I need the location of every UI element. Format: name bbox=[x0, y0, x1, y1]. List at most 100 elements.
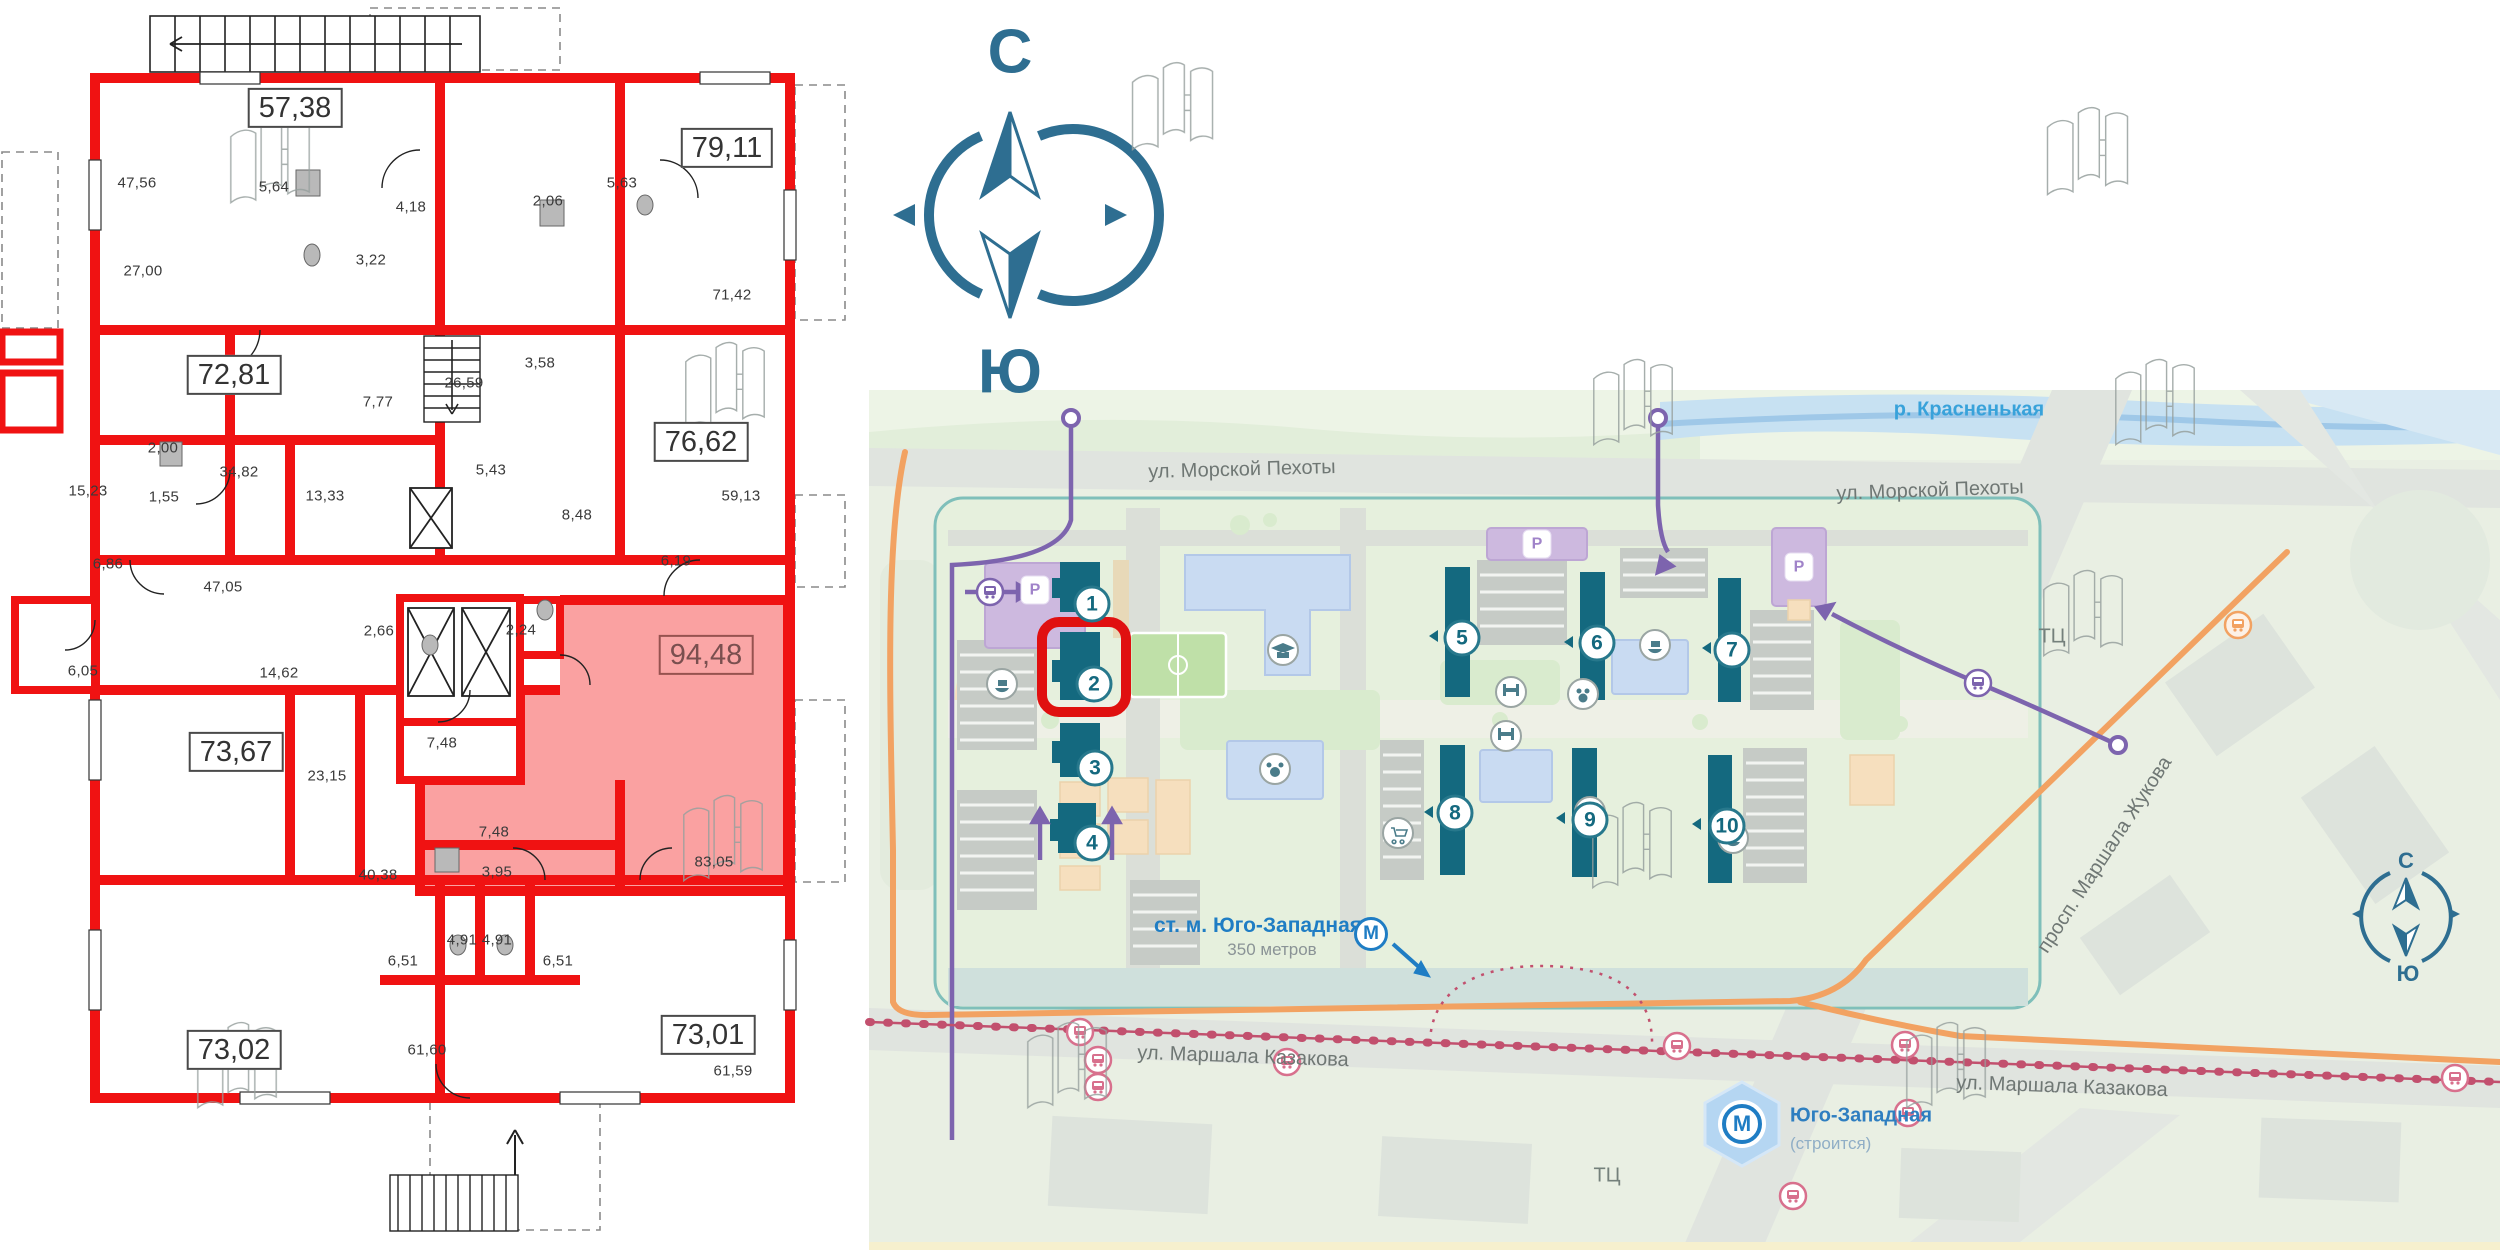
highlighted-apartment[interactable] bbox=[420, 600, 788, 891]
shop-cart-icon bbox=[1391, 827, 1409, 845]
apartment-area-label[interactable]: 79,11 bbox=[680, 127, 774, 169]
parking-lots bbox=[957, 548, 1814, 965]
pn-logo-icon bbox=[2046, 106, 2129, 196]
metro-construction-status: (строится) bbox=[1790, 1134, 1872, 1153]
room-area-label: 4,18 bbox=[395, 198, 427, 216]
room-area-label: 6,19 bbox=[660, 552, 692, 570]
room-area-label: 1,55 bbox=[148, 488, 180, 506]
room-area-label: 4,91 bbox=[481, 931, 513, 949]
room-area-label: 7,48 bbox=[426, 734, 458, 752]
building-badge-1[interactable]: 1 bbox=[1073, 585, 1111, 623]
metro-construction-name: Юго-Западная bbox=[1790, 1104, 1932, 1127]
building-badge-3[interactable]: 3 bbox=[1076, 749, 1114, 787]
complex-plot bbox=[933, 496, 2042, 1010]
room-area-label: 83,05 bbox=[694, 853, 734, 871]
room-area-label: 27,00 bbox=[123, 262, 163, 280]
room-area-label: 61,59 bbox=[713, 1062, 753, 1080]
football-field bbox=[1128, 631, 1228, 699]
room-area-label: 2,66 bbox=[363, 622, 395, 640]
room-area-label: 47,05 bbox=[203, 578, 243, 596]
apartment-area-label[interactable]: 73,02 bbox=[186, 1029, 282, 1071]
room-area-label: 6,86 bbox=[92, 555, 124, 573]
compass-south-label: Ю bbox=[978, 337, 1042, 407]
compass-north-label: С bbox=[987, 17, 1033, 87]
building-badge-2[interactable]: 2 bbox=[1075, 665, 1113, 703]
room-area-label: 2,24 bbox=[505, 621, 537, 639]
pn-logo-icon bbox=[685, 341, 765, 429]
room-area-label: 59,13 bbox=[721, 487, 761, 505]
room-area-label: 4,91 bbox=[446, 931, 478, 949]
room-area-label: 26,59 bbox=[444, 374, 484, 392]
entry-arrows bbox=[1424, 630, 1711, 830]
building-badge-7[interactable]: 7 bbox=[1713, 631, 1751, 669]
metro-distance-label: 350 метров bbox=[1227, 940, 1317, 959]
metro-station-label: ст. м. Юго-Западная bbox=[1153, 914, 1363, 937]
room-area-label: 71,42 bbox=[712, 286, 752, 304]
room-area-label: 13,33 bbox=[305, 487, 345, 505]
pink-bus-stops bbox=[1065, 1017, 2470, 1211]
small-compass-south-label: Ю bbox=[2396, 961, 2420, 986]
room-area-label: 3,58 bbox=[524, 354, 556, 372]
room-area-label: 5,63 bbox=[606, 174, 638, 192]
city-blocks bbox=[880, 490, 2490, 1224]
pn-logo-icon bbox=[1131, 61, 1214, 151]
room-area-label: 15,23 bbox=[68, 482, 108, 500]
mall-label: ТЦ bbox=[1593, 1164, 1621, 1187]
orange-routes bbox=[887, 449, 2500, 1065]
fixtures bbox=[159, 169, 654, 956]
room-area-label: 2,06 bbox=[532, 192, 564, 210]
room-area-label: 7,48 bbox=[478, 823, 510, 841]
doors bbox=[64, 149, 701, 1099]
parking-icon: Р bbox=[1020, 575, 1050, 605]
room-area-label: 40,38 bbox=[358, 866, 398, 884]
building-badge-5[interactable]: 5 bbox=[1443, 619, 1481, 657]
selected-apartment-area-label[interactable]: 94,48 bbox=[658, 634, 754, 676]
paw-icon bbox=[1578, 693, 1588, 703]
building-badge-9[interactable]: 9 bbox=[1571, 801, 1609, 839]
room-area-label: 34,82 bbox=[219, 463, 259, 481]
room-area-label: 6,51 bbox=[387, 952, 419, 970]
room-area-label: 3,22 bbox=[355, 251, 387, 269]
building-badge-4[interactable]: 4 bbox=[1073, 824, 1111, 862]
walls bbox=[0, 73, 795, 1103]
kindergarten-bear-icon bbox=[1270, 767, 1280, 777]
room-area-label: 7,77 bbox=[362, 393, 394, 411]
building-badge-10[interactable]: 10 bbox=[1708, 807, 1746, 845]
room-area-label: 2,00 bbox=[147, 439, 179, 457]
apartment-area-label[interactable]: 73,01 bbox=[660, 1014, 756, 1056]
apartment-area-label[interactable]: 72,81 bbox=[186, 354, 282, 396]
windows bbox=[88, 71, 797, 1105]
room-area-label: 5,64 bbox=[258, 178, 290, 196]
building-badge-8[interactable]: 8 bbox=[1436, 794, 1474, 832]
building-badge-6[interactable]: 6 bbox=[1578, 624, 1616, 662]
mall-label: ТЦ bbox=[2038, 625, 2066, 648]
small-compass bbox=[2352, 871, 2460, 963]
room-area-label: 6,51 bbox=[542, 952, 574, 970]
site-map bbox=[865, 390, 2500, 1250]
playground-horse-icon bbox=[995, 680, 1009, 693]
apartment-area-label[interactable]: 57,38 bbox=[247, 87, 343, 129]
elevators bbox=[407, 487, 511, 697]
room-area-label: 23,15 bbox=[307, 767, 347, 785]
apartment-area-label[interactable]: 73,67 bbox=[188, 731, 284, 773]
selected-building-highlight[interactable] bbox=[1037, 617, 1131, 717]
parking-icon: Р bbox=[1784, 552, 1814, 582]
bus-stops bbox=[975, 577, 2470, 1211]
room-area-label: 3,95 bbox=[481, 863, 513, 881]
room-area-label: 8,48 bbox=[561, 506, 593, 524]
canopy bbox=[389, 1174, 519, 1232]
metro-logo-icon: М bbox=[1354, 917, 1388, 951]
street-label: ул. Морской Пехоты bbox=[1148, 456, 1336, 483]
orange-bus-stop bbox=[2223, 610, 2253, 640]
metro-arrow bbox=[1391, 942, 1432, 978]
compass-main bbox=[893, 111, 1164, 319]
room-area-label: 5,43 bbox=[475, 461, 507, 479]
room-area-label: 61,60 bbox=[407, 1041, 447, 1059]
stairs-top bbox=[149, 15, 481, 73]
stairs-mid bbox=[423, 335, 481, 423]
room-area-label: 14,62 bbox=[259, 664, 299, 682]
river-label: р. Красненькая bbox=[1893, 398, 2045, 421]
parking-icon: Р bbox=[1522, 529, 1552, 559]
apartment-area-label[interactable]: 76,62 bbox=[653, 421, 749, 463]
floor-plan bbox=[0, 7, 846, 1232]
